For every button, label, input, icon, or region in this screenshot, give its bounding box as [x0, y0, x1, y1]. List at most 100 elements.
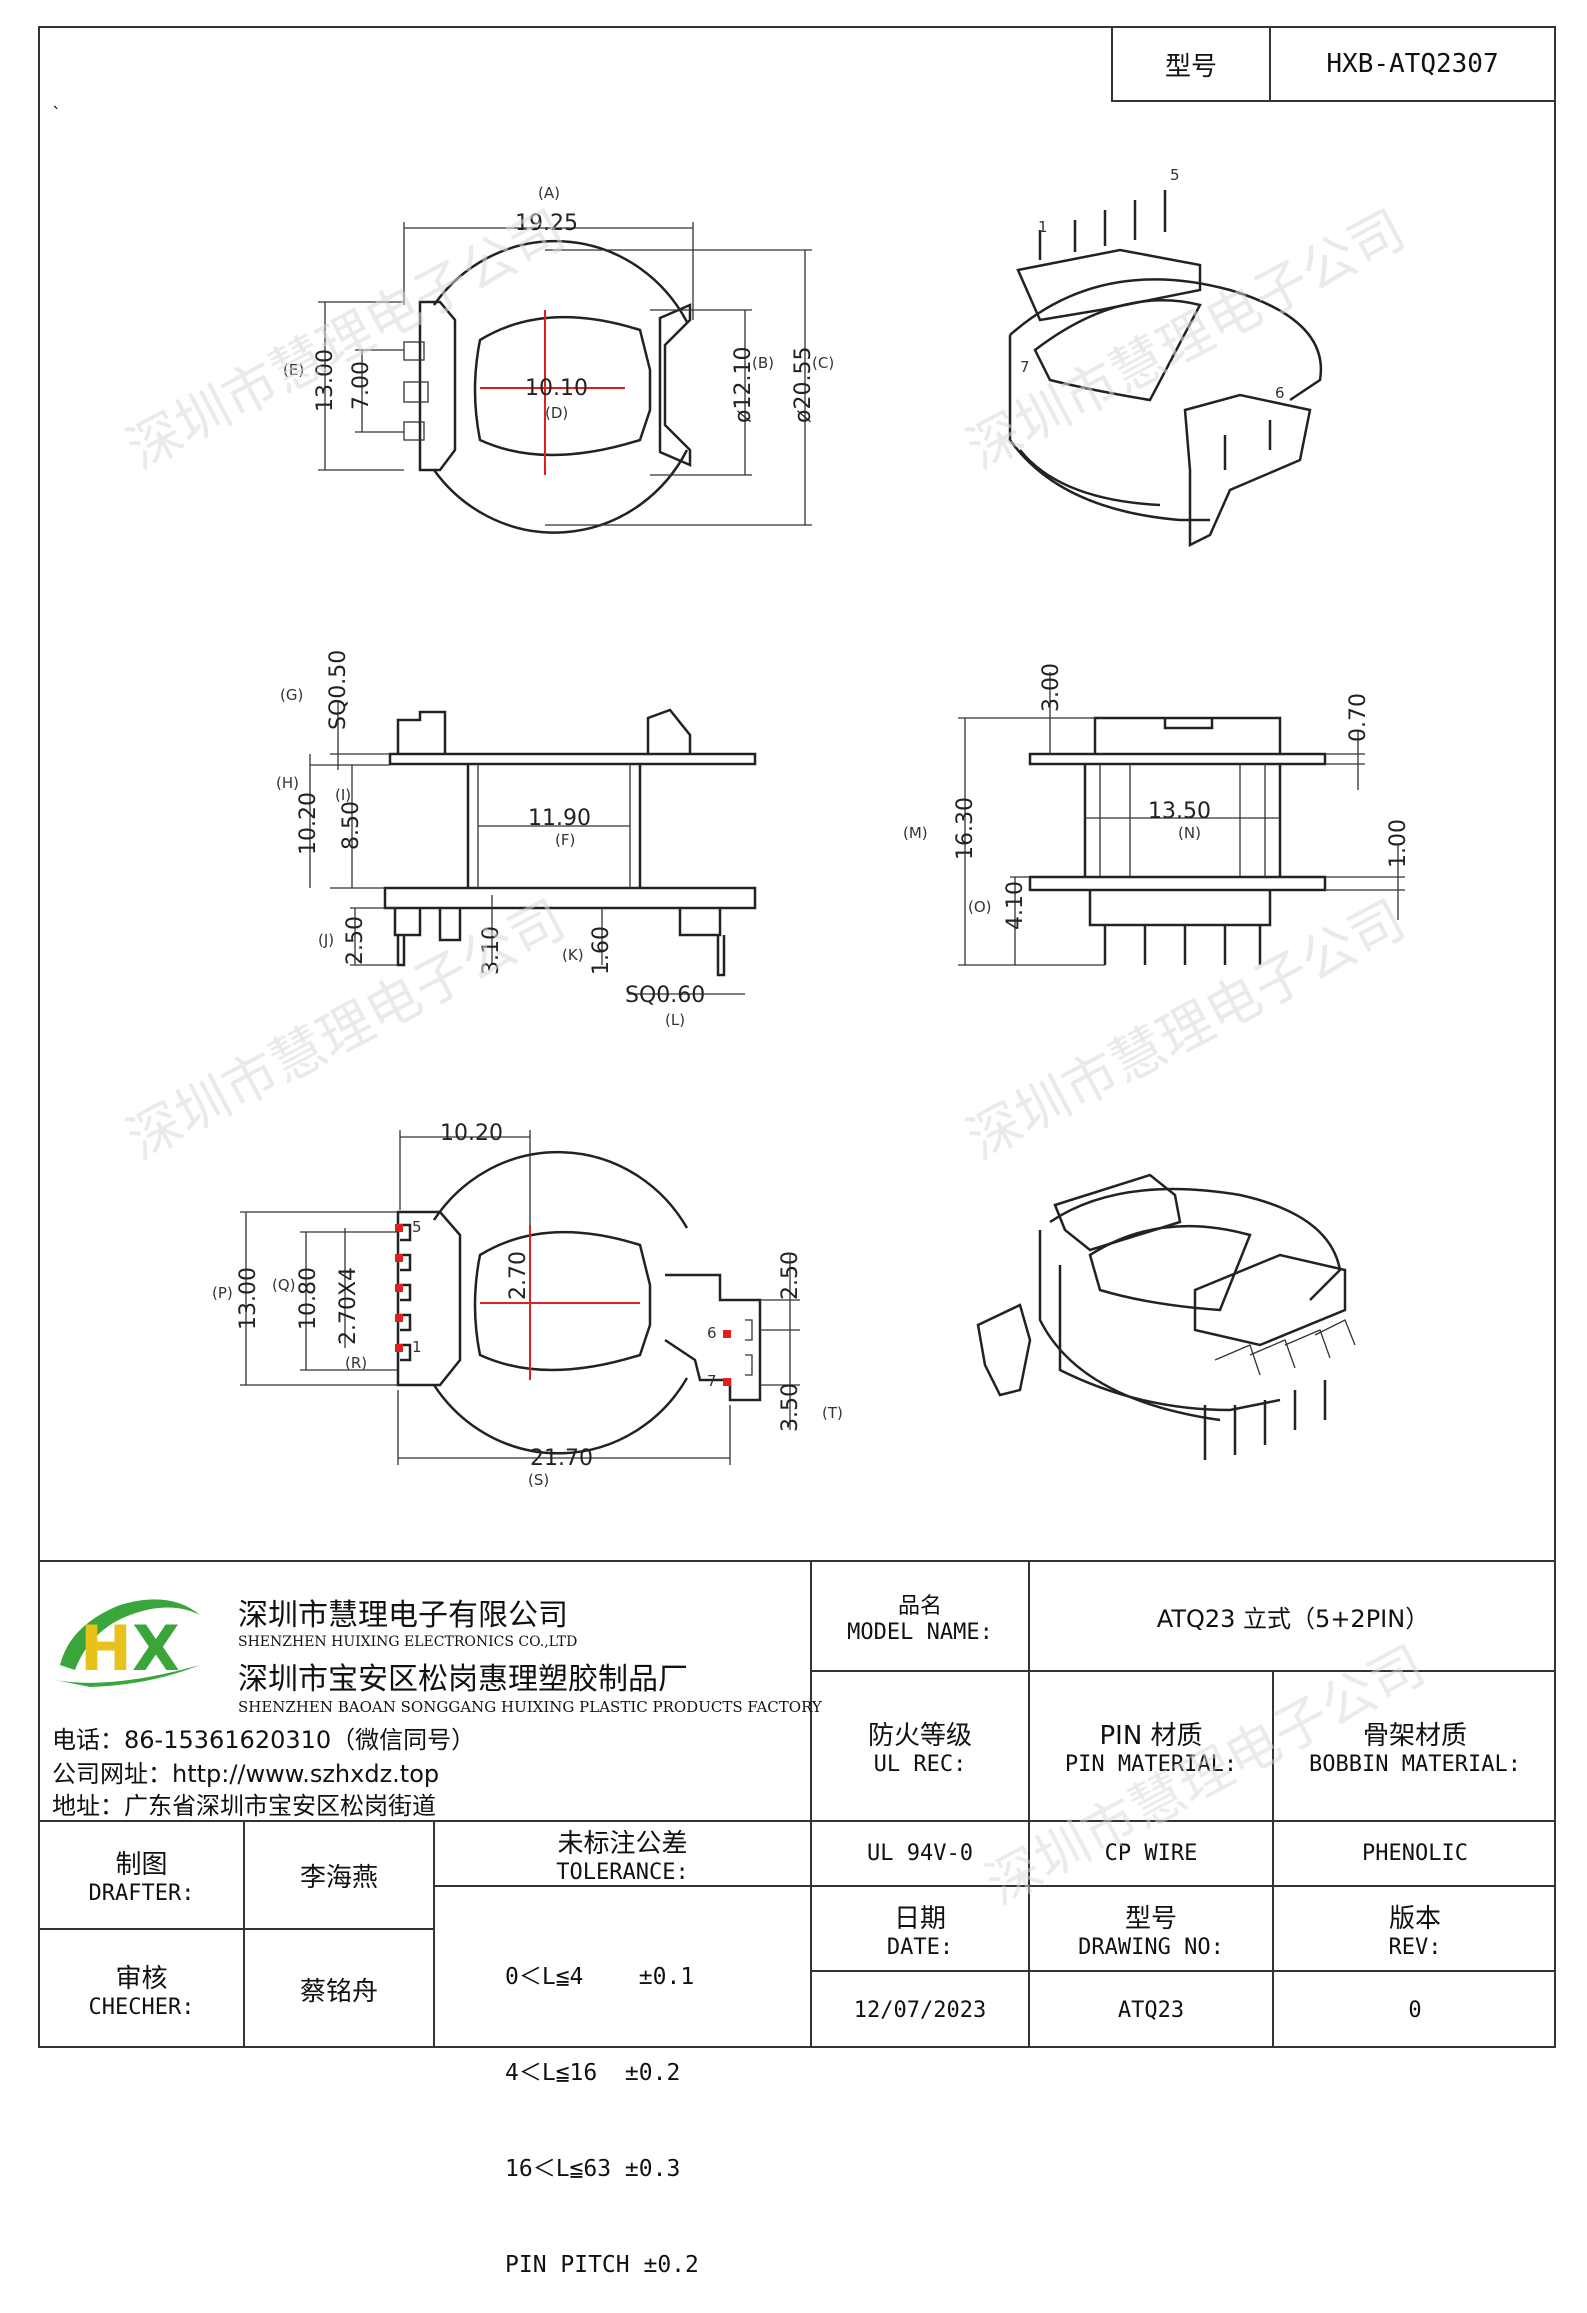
iso-pin-header [1016, 248, 1202, 322]
dim-L-label: (L) [665, 1011, 685, 1029]
factory-name-en: SHENZHEN BAOAN SONGGANG HUIXING PLASTIC … [238, 1698, 822, 1716]
dim-E2-value: 7.00 [349, 361, 374, 410]
logo-swoosh-top [60, 1599, 200, 1670]
pin-dot-5 [395, 1224, 403, 1232]
btm-ring-window [473, 1230, 652, 1372]
btm-side-header [664, 1273, 762, 1402]
dim-H-value: 10.20 [296, 792, 321, 855]
dim-R-label: (R) [345, 1354, 367, 1372]
pin-dot-1 [395, 1344, 403, 1352]
stray-mark: ` [52, 104, 61, 125]
watermark-1: 深圳市慧理电子公司 [117, 198, 576, 482]
dim-1020-value: 10.20 [440, 1121, 503, 1146]
dim-P-value: 13.00 [236, 1267, 261, 1330]
drafter-value: 李海燕 [299, 1862, 378, 1893]
iso2-ring-window [1088, 1224, 1252, 1312]
date-label: 日期 DATE: [886, 1903, 954, 1960]
btm-pin1-label: 1 [412, 1338, 422, 1356]
side-r-head [1093, 716, 1282, 754]
dim-C-value: ø20.55 [791, 347, 816, 423]
drafter-label: 制图 DRAFTER: [88, 1850, 195, 1906]
btm-pin5-label: 5 [412, 1218, 422, 1236]
company-address: 地址：广东省深圳市宝安区松岗街道 [52, 1792, 436, 1820]
iso2-side-header [1193, 1253, 1347, 1347]
iso2-pins [1203, 1380, 1327, 1460]
rev-label: 版本 REV: [1388, 1903, 1442, 1960]
btm-ring-bottom [432, 1377, 689, 1455]
model-name-label: 品名 MODEL NAME: [847, 1593, 993, 1645]
logo-swoosh-bottom [55, 1665, 200, 1687]
dim-A-value: 19.25 [515, 211, 578, 236]
dim-A-label: (A) [538, 184, 560, 202]
pin-dot-3 [395, 1284, 403, 1292]
iso2-ring-body [1038, 1230, 1221, 1422]
iso-pins-top [1038, 190, 1167, 260]
dim-H-label: (H) [276, 774, 299, 792]
iso-side-header [1183, 393, 1312, 548]
dim-E-label: (E) [283, 361, 304, 379]
iso2-ring-top [1049, 1187, 1342, 1301]
company-name-en: SHENZHEN HUIXING ELECTRONICS CO.,LTD [238, 1634, 578, 1650]
pin-dot-4 [395, 1254, 403, 1262]
dim-N-value: 13.50 [1148, 799, 1211, 824]
ring-outer-bottom [432, 449, 689, 534]
dim-L-value: SQ0.60 [625, 983, 705, 1008]
dim-O-value: 4.10 [1003, 881, 1028, 930]
iso-pins-side [1223, 420, 1272, 470]
iso-pin1: 1 [1038, 218, 1048, 236]
tolerance-line-2: 4＜L≦16 ±0.2 [505, 2060, 681, 2086]
dim-T-label: (T) [822, 1404, 843, 1422]
dim-D-value: 10.10 [525, 376, 588, 401]
dim-070-value: 0.70 [1346, 693, 1371, 742]
dim-B-value: ø12.10 [731, 347, 756, 423]
dim-J-label: (J) [318, 931, 334, 949]
watermark-2: 深圳市慧理电子公司 [957, 198, 1416, 482]
iso-view-top: 1 5 7 6 [1008, 166, 1323, 548]
tolerance-table: 0＜L≦4 ±0.1 4＜L≦16 ±0.2 16＜L≦63 ±0.3 PIN … [505, 1897, 699, 2313]
iso-view-bottom [976, 1173, 1356, 1460]
dim-F-label: (F) [555, 831, 575, 849]
dim-Q-label: (Q) [272, 1276, 296, 1294]
side-r-bottom-flange [1028, 875, 1327, 892]
dim-M-label: (M) [903, 824, 928, 842]
logo-letter-h: H [80, 1612, 132, 1685]
rev-value: 0 [1408, 1997, 1422, 2023]
iso2-ring-inner [1058, 1265, 1281, 1412]
iso-ring-window [1033, 299, 1202, 402]
dim-K-label: (K) [562, 946, 584, 964]
checker-value: 蔡铭舟 [299, 1976, 378, 2007]
pin-dot-6 [723, 1330, 731, 1338]
side-r-pins [1103, 925, 1262, 965]
dim-Q-value: 10.80 [296, 1267, 321, 1330]
header-model-value: HXB-ATQ2307 [1269, 26, 1556, 102]
side-r-top-flange [1028, 752, 1327, 766]
side-r-base [1088, 890, 1272, 927]
company-website: 公司网址：http://www.szhxdz.top [52, 1760, 440, 1788]
dim-D-label: (D) [545, 404, 568, 422]
ring-outer-top [432, 240, 689, 323]
btm-pin7-label: 7 [707, 1372, 717, 1390]
tolerance-line-1: 0＜L≦4 ±0.1 [505, 1964, 695, 1990]
drawing-frame [38, 26, 1556, 2048]
iso-ring-top [1009, 278, 1323, 402]
dim-top-value: 3.00 [1039, 663, 1064, 712]
btm-pin-slots [400, 1223, 412, 1362]
btm-ring-top [432, 1150, 689, 1229]
pin-dot-7 [723, 1378, 731, 1386]
side-pin-block-left [396, 710, 447, 754]
dim-R-value: 2.70X4 [336, 1267, 361, 1345]
pin-top [403, 341, 425, 361]
model-name-value: ATQ23 立式（5+2PIN） [1156, 1604, 1430, 1633]
dim-270-value: 2.70 [506, 1251, 531, 1300]
tolerance-line-4: PIN PITCH ±0.2 [505, 2252, 699, 2278]
pin-header-left [418, 300, 457, 472]
dim-I-value: 8.50 [339, 801, 364, 850]
dim-250-value: 2.50 [778, 1251, 803, 1300]
dim-K2-value: 1.60 [589, 926, 614, 975]
bottom-view: 5 1 6 7 10.20 13.00 (P) 10.80 (Q) 2.70X4… [212, 1121, 843, 1489]
side-view-right: 16.30 (M) 3.00 0.70 13.50 (N) 1.00 4.10 … [903, 663, 1411, 966]
dim-G-value: SQ0.50 [326, 650, 351, 730]
dim-O-label: (O) [968, 898, 992, 916]
side-bottom-flange [383, 886, 757, 910]
factory-name-cn: 深圳市宝安区松岗惠理塑胶制品厂 [238, 1662, 688, 1697]
